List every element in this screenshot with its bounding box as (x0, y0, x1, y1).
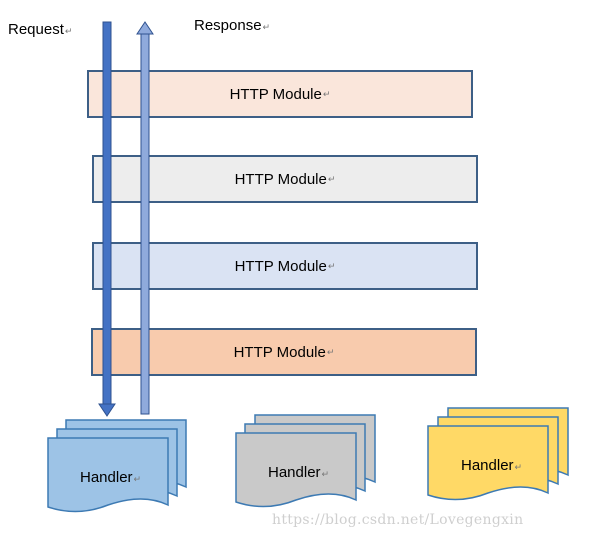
paragraph-mark: ↵ (326, 346, 335, 357)
paragraph-mark: ↵ (327, 173, 336, 184)
watermark: https://blog.csdn.net/Lovegengxin (272, 512, 524, 528)
handler-label-text: Handler (461, 457, 514, 474)
handler-stack-2 (235, 414, 376, 508)
handler-page-front (47, 437, 169, 513)
handler-label-text: Handler (268, 464, 321, 481)
paragraph-mark: ↵ (321, 469, 330, 479)
http-module-label: HTTP Module (233, 343, 326, 361)
handler-label-1: Handler↵ (80, 469, 141, 486)
handler-label-3: Handler↵ (461, 457, 522, 474)
paragraph-mark: ↵ (64, 26, 73, 36)
response-label-text: Response (194, 17, 262, 34)
handler-label-2: Handler↵ (268, 464, 329, 481)
http-module-4: HTTP Module↵ (91, 328, 477, 376)
handler-stack-3 (427, 407, 569, 501)
request-label: Request↵ (8, 21, 72, 38)
handler-stack-1 (47, 419, 187, 513)
request-label-text: Request (8, 21, 64, 38)
http-module-2: HTTP Module↵ (92, 155, 478, 203)
paragraph-mark: ↵ (327, 260, 336, 271)
response-arrow (136, 21, 154, 415)
http-module-label: HTTP Module (234, 257, 327, 275)
request-arrow (98, 21, 116, 417)
http-module-label: HTTP Module (229, 85, 322, 103)
paragraph-mark: ↵ (514, 462, 523, 472)
http-module-1: HTTP Module↵ (87, 70, 473, 118)
handler-label-text: Handler (80, 469, 133, 486)
paragraph-mark: ↵ (322, 88, 331, 99)
handler-page-front (427, 425, 549, 501)
paragraph-mark: ↵ (133, 474, 142, 484)
paragraph-mark: ↵ (262, 22, 271, 32)
http-module-label: HTTP Module (234, 170, 327, 188)
response-label: Response↵ (194, 17, 270, 34)
handler-page-front (235, 432, 357, 508)
http-module-3: HTTP Module↵ (92, 242, 478, 290)
